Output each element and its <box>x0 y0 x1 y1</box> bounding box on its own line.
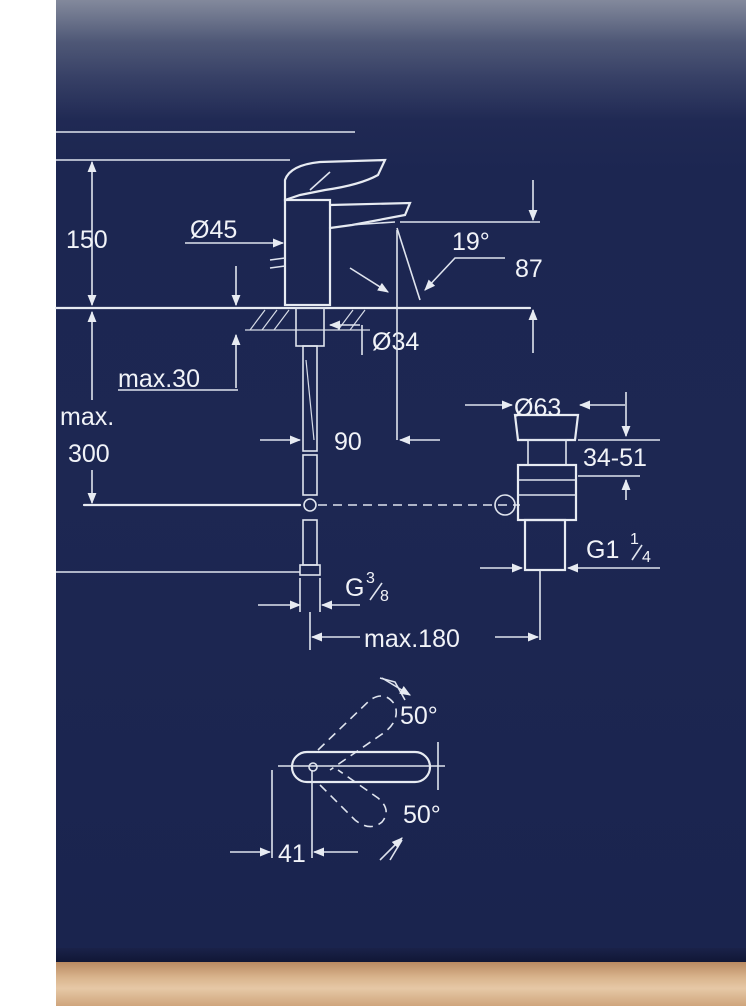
dim-90-label: 90 <box>334 428 362 456</box>
waste-assembly <box>494 413 580 640</box>
popup-rod <box>56 498 520 573</box>
dim-g1-label: G1 <box>586 536 619 564</box>
dim-supply-thread: G 3 8 <box>258 570 389 612</box>
faucet-body <box>54 131 532 576</box>
dim-diameter-34-label: Ø34 <box>372 328 419 356</box>
dim-150: 150 <box>66 160 108 307</box>
dim-max-300-label-line2: 300 <box>68 440 110 468</box>
dim-max-300-label-line1: max. <box>60 403 114 431</box>
dim-g1-numerator: 1 <box>630 531 639 548</box>
dim-diameter-63-label: Ø63 <box>514 394 561 422</box>
dim-max-30: max.30 <box>118 333 241 393</box>
dim-max-30-label: max.30 <box>118 365 200 393</box>
light-glare <box>56 0 746 120</box>
dim-lever-diameter: Ø45 <box>185 216 285 307</box>
dim-g-denominator: 8 <box>380 588 389 605</box>
dim-max-180-label: max.180 <box>364 625 460 653</box>
packaging-panel <box>56 0 746 962</box>
lever-top-view: 50° 50° 41 <box>230 677 445 868</box>
dim-reach-90: 90 <box>260 230 440 456</box>
dim-g-label: G <box>345 574 364 602</box>
deck-hatch <box>245 309 370 331</box>
dim-diameter-45-label: Ø45 <box>190 216 237 244</box>
dim-g-numerator: 3 <box>366 570 375 587</box>
dim-87-19: 19° 87 <box>349 180 543 353</box>
dim-waste-range: 34-51 <box>578 392 660 500</box>
dim-41-label: 41 <box>278 840 306 868</box>
dim-waste-diameter: Ø63 <box>465 394 625 422</box>
dim-g1-denominator: 4 <box>642 549 651 566</box>
dim-angle-50-up-label: 50° <box>400 702 438 730</box>
dim-angle-50-down-label: 50° <box>403 801 441 829</box>
dim-hole-diameter: Ø34 <box>328 320 419 356</box>
dim-max-300: max. 300 <box>60 310 114 505</box>
dim-87-label: 87 <box>515 255 543 283</box>
dim-angle-19-label: 19° <box>452 228 490 256</box>
packaging-bottom-edge <box>56 948 746 964</box>
dim-waste-thread: G1 1 4 <box>480 531 660 573</box>
dim-150-label: 150 <box>66 226 108 254</box>
dim-34-51-label: 34-51 <box>583 444 647 472</box>
wooden-surface <box>56 962 746 1006</box>
dim-max-180: max.180 <box>309 612 540 653</box>
